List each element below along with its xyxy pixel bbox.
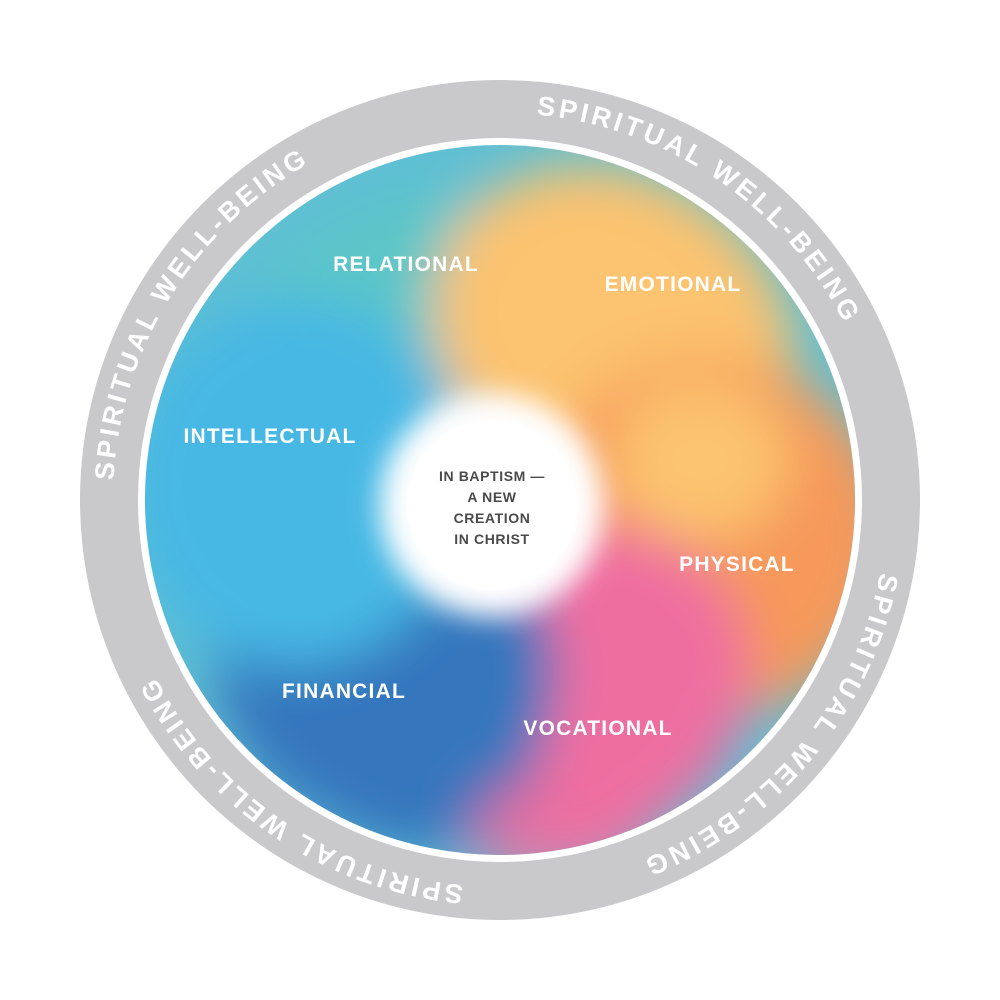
swirl-accent: [470, 770, 650, 855]
segment-label-vocational: VOCATIONAL: [523, 717, 673, 740]
center-line: IN CHRIST: [454, 531, 530, 547]
center-caption: IN BAPTISM — A NEW CREATION IN CHRIST: [407, 466, 577, 550]
segment-label-emotional: EMOTIONAL: [604, 273, 742, 296]
segment-label-physical: PHYSICAL: [679, 553, 795, 576]
segment-petal-intellectual: [145, 297, 466, 667]
segment-label-financial: FINANCIAL: [282, 680, 406, 703]
center-line: CREATION: [453, 510, 531, 526]
segment-label-intellectual: INTELLECTUAL: [183, 425, 357, 448]
swirl-accent: [610, 380, 790, 540]
center-line: A NEW: [467, 489, 517, 505]
center-core: [407, 420, 577, 590]
center-line: IN BAPTISM —: [439, 468, 545, 484]
segment-label-relational: RELATIONAL: [333, 253, 479, 276]
